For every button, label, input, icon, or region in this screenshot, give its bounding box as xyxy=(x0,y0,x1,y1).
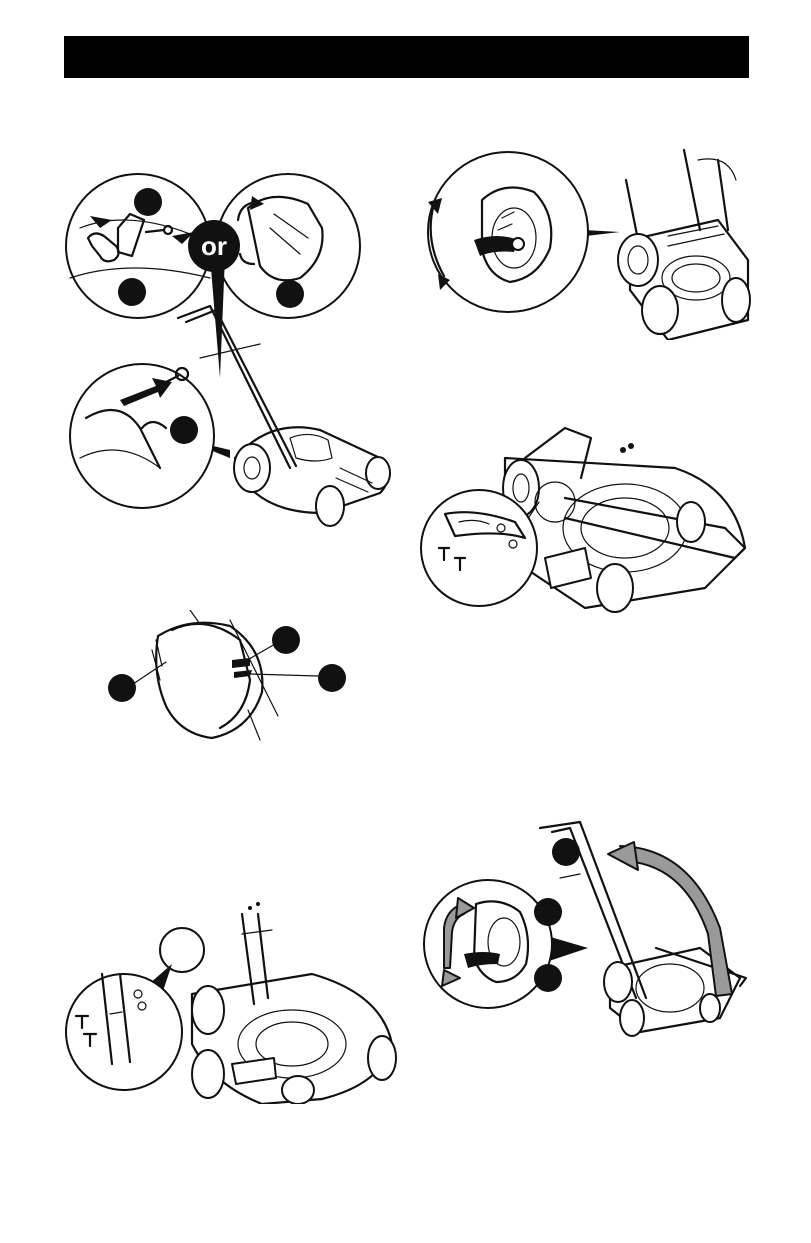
mower-illustration xyxy=(503,428,745,612)
detail-lever-rotation xyxy=(424,880,552,1008)
figure-lower-handle-bolts xyxy=(62,894,402,1104)
callout-marker xyxy=(272,626,300,654)
mower-illustration xyxy=(160,902,396,1104)
figure-rotate-lever xyxy=(418,140,758,340)
lever-closeup xyxy=(152,610,278,740)
figure-lever-callouts xyxy=(100,610,360,750)
callout-marker xyxy=(552,838,580,866)
detail-bolt-fasteners xyxy=(66,974,182,1090)
detail-bolt-fasteners xyxy=(421,490,537,606)
or-label: or xyxy=(201,231,227,261)
mower-illustration xyxy=(618,150,750,340)
callout-marker xyxy=(318,664,346,692)
figure-handle-knob-release: or xyxy=(60,168,400,528)
callout-marker xyxy=(108,674,136,702)
callout-marker xyxy=(534,964,562,992)
detail-bolt-removal xyxy=(70,364,230,508)
figure-handle-bolt-attach xyxy=(415,418,755,618)
figure-fold-handle xyxy=(420,818,755,1048)
detail-lever-rotation xyxy=(428,152,588,312)
callout-marker xyxy=(534,898,562,926)
section-header-bar xyxy=(64,36,749,78)
